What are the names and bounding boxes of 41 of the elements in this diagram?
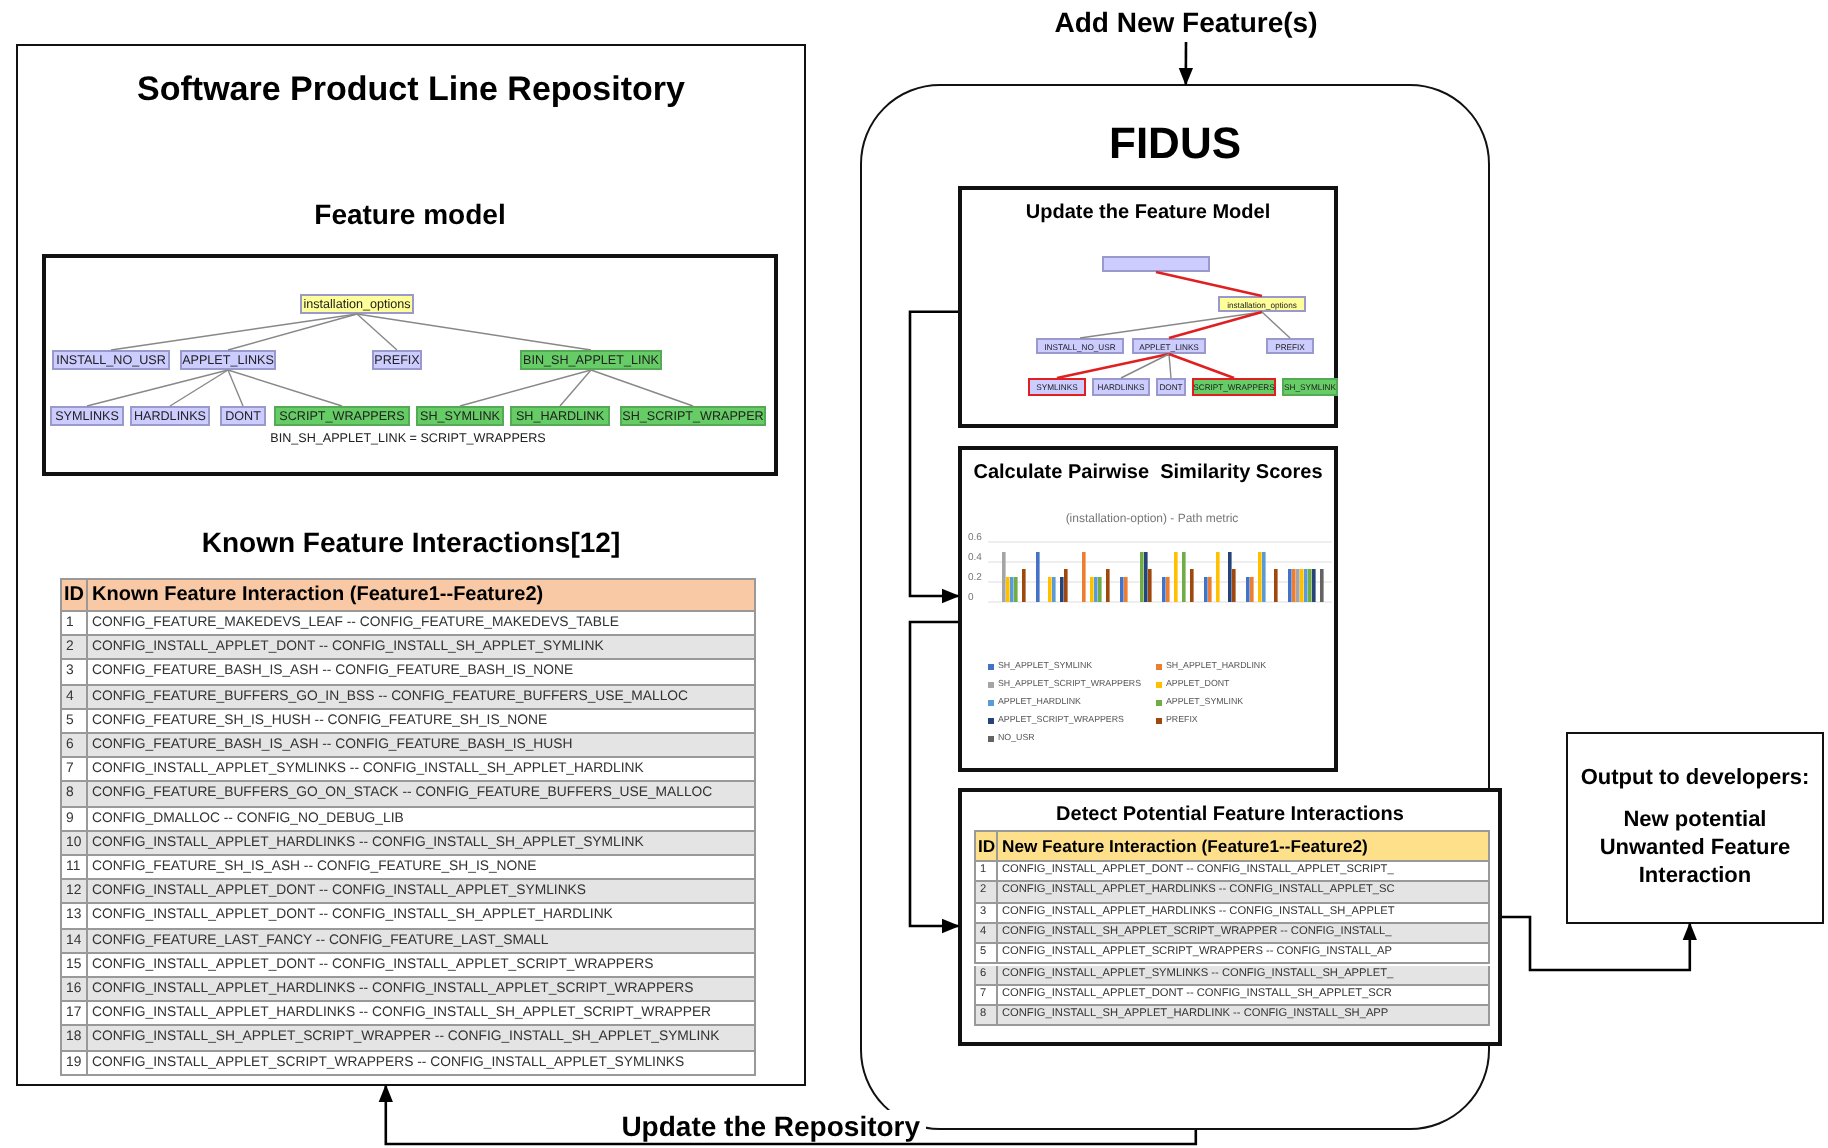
panel-title: Detect Potential Feature Interactions <box>1056 804 1404 826</box>
column-header: ID <box>974 830 998 862</box>
connector-line <box>1120 353 1170 379</box>
connector-line <box>356 313 592 351</box>
connector-line <box>1168 353 1172 379</box>
flow-label: Add New Feature(s) <box>1026 6 1346 42</box>
arrow <box>908 310 960 604</box>
column-header: New Feature Interaction (Feature1--Feature2) <box>998 830 1490 862</box>
feature-node <box>1102 256 1210 272</box>
step-panel <box>958 446 1338 772</box>
connector-line <box>1155 270 1263 298</box>
section-heading: Known Feature Interactions[12] <box>199 526 623 558</box>
panel-title: Feature model <box>314 198 506 230</box>
output-box <box>1566 732 1824 924</box>
connector-line <box>227 369 343 407</box>
output-text: New potential Unwanted Feature Interaction <box>1597 808 1793 891</box>
panel-title: Update the Feature Model <box>1025 202 1271 224</box>
connector-line <box>1056 352 1170 380</box>
connector-line <box>1168 310 1263 340</box>
connector-line <box>459 369 592 407</box>
connector-line <box>559 369 592 407</box>
connector-line <box>227 313 358 351</box>
arrow <box>378 1084 1198 1146</box>
panel-title: Software Product Line Repository <box>137 70 685 110</box>
step-panel <box>958 186 1338 428</box>
panel-title: Calculate Pairwise Similarity Scores <box>973 462 1323 484</box>
connector-line <box>227 369 244 407</box>
connector-line <box>86 369 229 407</box>
column-header: Known Feature Interaction (Feature1--Feature2) <box>88 578 756 612</box>
arrow <box>1178 42 1194 86</box>
panel-title: Output to developers: <box>1580 765 1810 793</box>
arrow <box>908 620 960 934</box>
arrow <box>1502 915 1698 972</box>
connector-line <box>590 369 694 407</box>
panel-title: FIDUS <box>1109 118 1241 170</box>
column-header: ID <box>60 578 88 612</box>
connector-line <box>356 313 398 351</box>
connector-line <box>110 313 358 351</box>
connector-line <box>1168 352 1235 380</box>
connector-line <box>1261 311 1291 339</box>
connector-line <box>169 369 229 407</box>
